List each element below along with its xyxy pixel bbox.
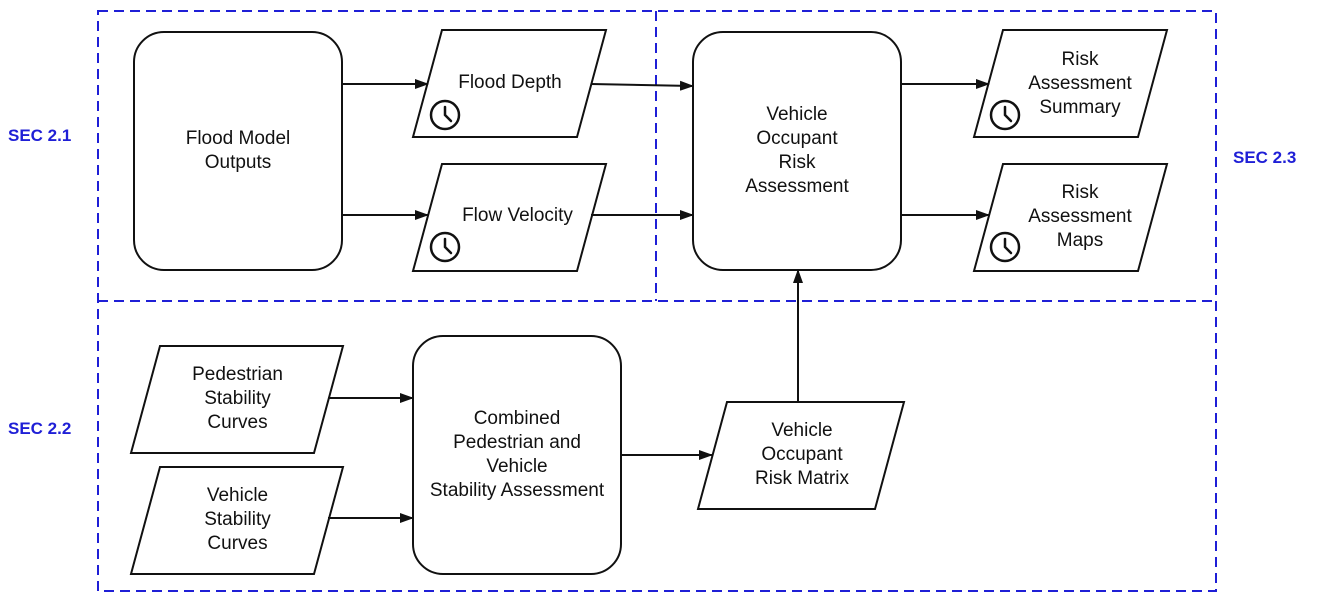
flood-model-outputs-box <box>133 31 343 271</box>
flow-velocity-label: Flow Velocity <box>462 205 573 226</box>
risk-summary-shape <box>972 29 1169 138</box>
vehicle-curves-label: Vehicle Stability Curves <box>204 485 271 554</box>
section-label-2-2: SEC 2.2 <box>8 419 72 438</box>
flood-depth-shape <box>411 29 608 138</box>
section-label-2-1: SEC 2.1 <box>8 126 72 145</box>
pedestrian-curves-shape <box>129 345 345 454</box>
risk-matrix-shape <box>696 401 906 510</box>
flood-model-outputs-label: Flood Model Outputs <box>185 128 291 173</box>
risk-maps-label: Risk Assessment Maps <box>1028 182 1132 251</box>
risk-matrix-label: Vehicle Occupant Risk Matrix <box>755 420 849 489</box>
flood-depth-label: Flood Depth <box>458 72 562 93</box>
risk-assessment-label: Vehicle Occupant Risk Assessment <box>745 104 849 197</box>
pedestrian-curves-label: Pedestrian Stability Curves <box>192 364 283 433</box>
vehicle-curves-shape <box>129 466 345 575</box>
clock-icon <box>429 231 461 263</box>
section-label-2-3: SEC 2.3 <box>1233 148 1297 167</box>
arrow-depth-to-assessment <box>590 80 694 91</box>
risk-summary-label: Risk Assessment Summary <box>1028 49 1132 118</box>
clock-icon <box>429 99 461 131</box>
combined-stability-label: Combined Pedestrian and Vehicle Stabilit… <box>429 408 605 501</box>
risk-maps-shape <box>972 163 1169 272</box>
flow-velocity-shape <box>411 163 608 272</box>
